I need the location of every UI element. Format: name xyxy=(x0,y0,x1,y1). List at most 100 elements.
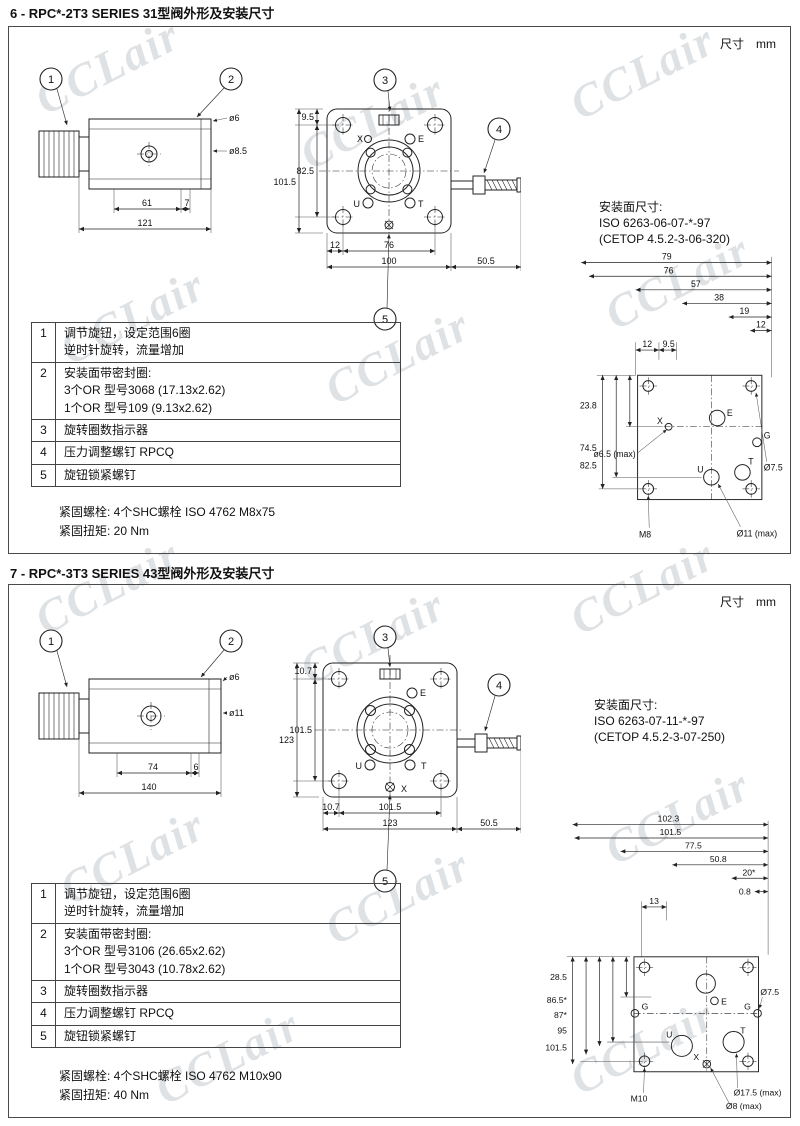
dim-label: 74 xyxy=(148,762,158,772)
x-hole-diameter-label: Ø8 (max) xyxy=(726,1101,762,1111)
callout-3-number: 3 xyxy=(382,75,388,87)
fastening-notes-s7: 紧固螺栓: 4个SHC螺栓 ISO 4762 M10x90 紧固扭矩: 40 N… xyxy=(59,1067,282,1104)
table-row: 1 调节旋钮，设定范围6圈 逆时针旋转，流量增加 xyxy=(31,322,401,363)
callout-3-number: 3 xyxy=(382,632,388,644)
dim-label: 38 xyxy=(714,293,724,303)
unit-value: mm xyxy=(756,37,776,51)
valve-front-flange xyxy=(319,101,459,239)
mounting-face-info: 安装面尺寸: ISO 6263-07-11-*-97 (CETOP 4.5.2-… xyxy=(594,697,725,746)
table-row: 3 旋转圈数指示器 xyxy=(31,979,401,1004)
dim-label: 10.7 xyxy=(322,802,340,812)
valve-front-flange xyxy=(315,655,463,801)
dim-label: 76 xyxy=(664,265,674,275)
row-description: 调节旋钮，设定范围6圈 逆时针旋转，流量增加 xyxy=(55,322,401,363)
pressure-adjust-screw xyxy=(450,175,521,195)
diameter-labels: ø6 ø11 xyxy=(222,672,244,718)
port-t-label: T xyxy=(418,199,424,209)
port-u-label: U xyxy=(356,761,363,771)
row-description: 压力调整螺钉 RPCQ xyxy=(55,1002,401,1026)
table-row: 3 旋转圈数指示器 xyxy=(31,418,401,443)
dim-label: 23.8 xyxy=(580,400,597,410)
callout-2-number: 2 xyxy=(228,74,234,86)
dim-label: 102.3 xyxy=(658,815,680,824)
port-x-label: X xyxy=(401,784,407,794)
dim-label: 121 xyxy=(137,218,152,228)
callout-1: 1 xyxy=(39,629,68,688)
callout-5-number: 5 xyxy=(382,876,388,888)
port-e-label: E xyxy=(418,134,424,144)
dim-label: ø8.5 xyxy=(229,146,247,156)
dim-label: 74.5 xyxy=(580,443,597,453)
dim-label: 12 xyxy=(642,339,652,349)
dim-label: 123 xyxy=(279,735,294,745)
mounting-face-heading: 安装面尺寸: xyxy=(594,698,658,712)
dim-label: 50.8 xyxy=(710,854,727,864)
side-view-drawing-s7: 1 2 ø6 ø11 74 xyxy=(38,629,244,797)
mount-port-e: E xyxy=(721,997,727,1007)
dim-label: 19 xyxy=(740,306,750,316)
fastening-notes-s6: 紧固螺栓: 4个SHC螺栓 ISO 4762 M8x75 紧固扭矩: 20 Nm xyxy=(59,503,275,540)
mount-hole-labels: Ø7.5 M10 Ø17.5 (max) Ø8 (max) xyxy=(631,987,782,1111)
dim-label: 101.5 xyxy=(289,725,312,735)
x-hole-diameter-label: ø6.5 (max) xyxy=(593,449,635,459)
corner-hole-diameter-label: Ø7.5 xyxy=(764,462,783,472)
mounting-face-drawing-s6: 79 76 57 38 19 12 12 9.5 xyxy=(580,252,783,540)
callout-5-number: 5 xyxy=(382,314,388,326)
mount-port-t: T xyxy=(748,457,754,467)
fastening-note-line: 紧固螺栓: 4个SHC螺栓 ISO 4762 M10x90 xyxy=(59,1069,282,1083)
section-6-title: 6 - RPC*-2T3 SERIES 31型阀外形及安装尺寸 xyxy=(10,6,275,21)
callout-4-number: 4 xyxy=(496,124,502,136)
callout-2: 2 xyxy=(200,629,243,678)
dim-label: 28.5 xyxy=(550,972,567,982)
section-7-title: 7 - RPC*-3T3 SERIES 43型阀外形及安装尺寸 xyxy=(10,566,275,581)
mounting-face-iso: ISO 6263-07-11-*-97 xyxy=(594,714,705,729)
mount-port-u: U xyxy=(697,464,703,474)
dim-label: 0.8 xyxy=(739,887,751,897)
parts-table-s7: 1 调节旋钮，设定范围6圈 逆时针旋转，流量增加 2 安装面带密封圈: 3个OR… xyxy=(31,883,401,1049)
port-u-label: U xyxy=(354,199,361,209)
row-number: 5 xyxy=(31,1024,56,1049)
table-row: 4 压力调整螺钉 RPCQ xyxy=(31,1002,401,1026)
dim-label: ø11 xyxy=(229,708,244,718)
dim-label: 140 xyxy=(141,782,156,792)
mounting-face-heading: 安装面尺寸: xyxy=(599,200,663,214)
callout-2: 2 xyxy=(196,67,243,118)
mount-square: X E G U T xyxy=(637,374,771,501)
callout-1-number: 1 xyxy=(48,636,54,648)
row-description: 调节旋钮，设定范围6圈 逆时针旋转，流量增加 xyxy=(55,883,401,924)
mount-port-g-left: G xyxy=(642,1001,649,1011)
row-number: 5 xyxy=(31,463,56,488)
mount-dims-top: 102.3 101.5 77.5 50.8 20* 0.8 13 xyxy=(572,815,769,957)
callout-3: 3 xyxy=(373,625,397,668)
front-view-drawing-s7: E U T X 3 4 xyxy=(279,625,521,893)
dim-label: 50.5 xyxy=(477,256,495,266)
big-hole-diameter-label: Ø11 (max) xyxy=(737,528,778,538)
front-dimensions: 10.7 101.5 123 10.7 101.5 123 50.5 xyxy=(279,662,521,833)
dim-label: 12 xyxy=(330,240,340,250)
row-description: 旋钮锁紧螺钉 xyxy=(55,1024,401,1049)
dim-label: 12 xyxy=(756,320,766,330)
mount-port-u: U xyxy=(666,1029,672,1039)
mount-port-t: T xyxy=(740,1025,746,1035)
corner-hole-diameter-label: Ø7.5 xyxy=(760,987,779,997)
big-hole-diameter-label: Ø17.5 (max) xyxy=(734,1088,782,1098)
dim-label: 123 xyxy=(382,818,397,828)
fastening-note-line: 紧固扭矩: 40 Nm xyxy=(59,1087,150,1102)
dim-label: 9.5 xyxy=(301,112,314,122)
dim-label: 82.5 xyxy=(580,460,597,470)
row-description: 压力调整螺钉 RPCQ xyxy=(55,441,401,465)
table-row: 1 调节旋钮，设定范围6圈 逆时针旋转，流量增加 xyxy=(31,883,401,924)
mounting-face-cetop: (CETOP 4.5.2-3-07-250) xyxy=(594,730,725,745)
row-number: 3 xyxy=(31,418,56,443)
diameter-labels: ø6 ø8.5 xyxy=(212,113,247,156)
row-number: 4 xyxy=(31,1002,56,1026)
table-row: 4 压力调整螺钉 RPCQ xyxy=(31,441,401,465)
row-description: 安装面带密封圈: 3个OR 型号3068 (17.13x2.62) 1个OR 型… xyxy=(55,361,401,420)
unit-value: mm xyxy=(756,595,776,609)
dim-label: 57 xyxy=(691,279,701,289)
side-dimensions: 61 7 121 xyxy=(78,177,212,233)
